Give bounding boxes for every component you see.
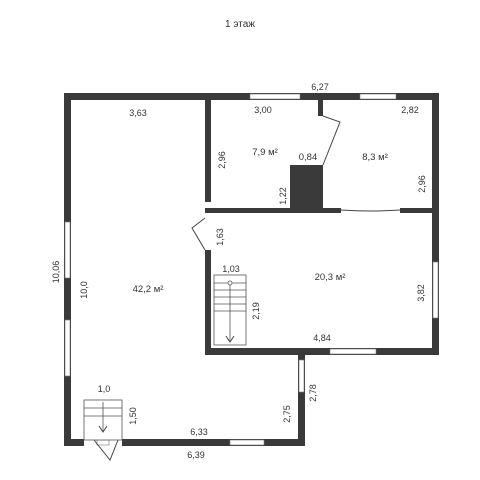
wall-rooms-bottom-right: [400, 208, 435, 213]
wall-rooms-bottom: [205, 208, 341, 213]
dim-annex-outer: 2,78: [308, 384, 318, 402]
dim-room-a-top: 3,00: [254, 105, 272, 115]
window-left-2: [64, 319, 71, 377]
dim-top-total: 6,27: [311, 82, 329, 92]
wall-annex-right: [298, 348, 305, 446]
window-top-1: [249, 93, 301, 100]
wall-bottom: [122, 439, 305, 446]
dim-closet-height: 1,22: [278, 187, 288, 205]
dim-porch-stair: 1,0: [98, 384, 111, 394]
dim-hall-bottom: 4,84: [313, 333, 331, 343]
room-area-living: 42,2 м²: [133, 284, 164, 295]
dim-door: 1,63: [215, 228, 225, 246]
window-left-1: [64, 221, 71, 279]
door-room-b: [322, 115, 341, 166]
window-hall-bottom: [329, 348, 377, 355]
door-porch: [93, 439, 119, 461]
floor-title: 1 этаж: [225, 19, 255, 30]
stair-arrow-icon: [225, 335, 235, 343]
wall-inner-vertical-bottom: [205, 250, 211, 355]
dim-porch-side: 1,50: [128, 407, 138, 425]
room-area-hall: 20,3 м²: [315, 272, 346, 283]
dim-stair-width: 1,03: [222, 264, 240, 274]
dim-bottom-inner: 6,33: [190, 427, 208, 437]
dim-outer-left: 10,06: [51, 261, 61, 284]
wall-hall-bottom-left: [205, 348, 298, 355]
room-area-a: 7,9 м²: [252, 147, 278, 158]
window-right: [432, 261, 439, 319]
window-porch: [96, 439, 110, 446]
dim-inner-left: 10,0: [79, 281, 89, 299]
porch-arrow-icon: [98, 425, 108, 433]
wall-room-divider-bottom: [318, 165, 323, 210]
window-top-2: [359, 93, 397, 100]
closet-block: [290, 165, 320, 208]
dim-annex-inner: 2,75: [282, 405, 292, 423]
window-bottom: [229, 439, 265, 446]
room-area-b: 8,3 м²: [362, 152, 388, 163]
wall-right: [432, 93, 439, 355]
wall-inner-vertical-top: [205, 96, 211, 202]
window-annex: [298, 359, 305, 393]
dim-living-top: 3,63: [129, 108, 147, 118]
dim-room-a-side: 2,96: [217, 151, 227, 169]
wall-room-divider-top: [318, 96, 323, 116]
wall-bottom-left: [64, 439, 84, 446]
room-area-closet: 0,84: [299, 152, 318, 163]
dim-room-b-side: 2,96: [417, 175, 427, 193]
dim-bottom-outer: 6,39: [187, 450, 205, 460]
door-hall: [191, 217, 206, 251]
dim-room-b-top: 2,82: [401, 105, 419, 115]
floor-area: [67, 96, 435, 446]
door-rooms-opening: [340, 209, 401, 212]
dim-hall-right: 3,82: [416, 284, 426, 302]
dim-stair-length: 2,19: [251, 302, 261, 320]
